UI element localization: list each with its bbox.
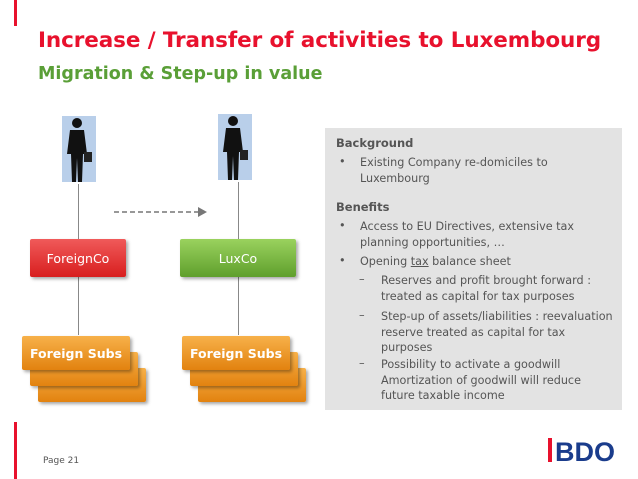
- benefit-text: Opening: [360, 255, 411, 268]
- background-item: Existing Company re-domiciles to Luxembo…: [360, 156, 548, 185]
- foreign-subs-right: Foreign Subs: [182, 336, 290, 370]
- info-panel: [325, 128, 622, 410]
- bdo-logo-text: BDO: [555, 437, 615, 464]
- bullet-dot: •: [339, 254, 346, 267]
- migration-arrow: [114, 207, 207, 217]
- sub-item: Step-up of assets/liabilities : reevalua…: [381, 310, 613, 354]
- page-number: Page 21: [43, 456, 80, 466]
- accent-bar-bottom: [14, 422, 17, 479]
- slide-title: Increase / Transfer of activities to Lux…: [38, 28, 602, 53]
- benefit-underlined: tax: [410, 255, 429, 268]
- luxco-box: LuxCo: [180, 239, 296, 277]
- businessman-icon-right: [218, 112, 252, 182]
- accent-bar-top: [14, 0, 17, 26]
- connector-right-bottom: [238, 277, 239, 335]
- dash: –: [359, 309, 365, 322]
- benefit-item: Access to EU Directives, extensive tax p…: [360, 220, 575, 249]
- benefit-item: Opening tax balance sheet: [360, 254, 610, 270]
- dash: –: [359, 273, 365, 286]
- slide-subtitle: Migration & Step-up in value: [38, 64, 323, 84]
- connector-left-top: [78, 184, 79, 239]
- bullet-dot: •: [339, 155, 346, 168]
- benefit-text: balance sheet: [428, 255, 511, 268]
- businessman-icon-left: [62, 114, 96, 184]
- sub-item: Reserves and profit brought forward : tr…: [381, 274, 591, 303]
- dash: –: [359, 357, 365, 370]
- connector-left-bottom: [78, 277, 79, 335]
- sub-item: Possibility to activate a goodwill Amort…: [381, 358, 581, 402]
- bdo-logo: BDO: [548, 437, 615, 464]
- benefits-heading: Benefits: [336, 200, 390, 214]
- bullet-dot: •: [339, 219, 346, 232]
- foreignco-box: ForeignCo: [30, 239, 126, 277]
- connector-right-top: [238, 182, 239, 239]
- background-heading: Background: [336, 136, 414, 150]
- foreign-subs-left: Foreign Subs: [22, 336, 130, 370]
